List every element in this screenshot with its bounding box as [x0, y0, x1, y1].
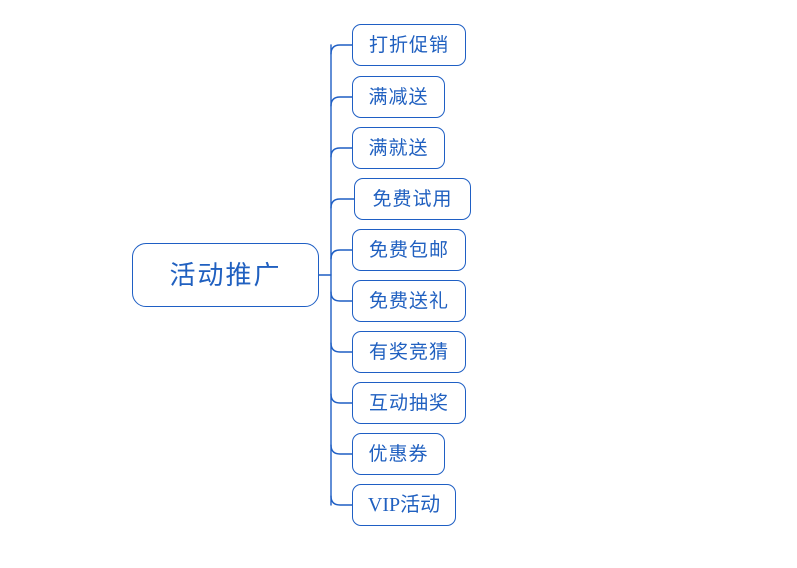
child-node-label: VIP活动	[367, 494, 441, 516]
root-node[interactable]: 活动推广	[132, 243, 319, 307]
branch-line-10	[330, 495, 353, 506]
child-node-label: 免费送礼	[368, 290, 449, 312]
child-node-label: 满就送	[368, 137, 429, 159]
child-node-6[interactable]: 免费送礼	[352, 280, 466, 322]
child-node-label: 满减送	[368, 86, 429, 108]
child-node-5[interactable]: 免费包邮	[352, 229, 466, 271]
child-node-10[interactable]: VIP活动	[352, 484, 456, 526]
branch-line-7	[330, 342, 353, 353]
child-node-1[interactable]: 打折促销	[352, 24, 466, 66]
child-node-7[interactable]: 有奖竞猜	[352, 331, 466, 373]
child-node-9[interactable]: 优惠券	[352, 433, 445, 475]
child-node-label: 免费试用	[372, 188, 453, 210]
child-node-label: 有奖竞猜	[368, 341, 449, 363]
branch-line-8	[330, 393, 353, 404]
child-node-label: 互动抽奖	[368, 392, 449, 414]
child-node-8[interactable]: 互动抽奖	[352, 382, 466, 424]
child-node-label: 打折促销	[368, 34, 449, 56]
child-node-4[interactable]: 免费试用	[354, 178, 471, 220]
child-node-label: 优惠券	[368, 443, 429, 465]
child-node-label: 免费包邮	[368, 239, 449, 261]
branch-line-1	[330, 44, 353, 55]
branch-line-4	[330, 198, 355, 209]
branch-line-6	[330, 291, 353, 302]
child-node-3[interactable]: 满就送	[352, 127, 445, 169]
branch-line-9	[330, 444, 353, 455]
child-node-2[interactable]: 满减送	[352, 76, 445, 118]
branch-line-3	[330, 147, 353, 158]
root-node-label: 活动推广	[169, 260, 282, 290]
branch-line-5	[330, 249, 353, 260]
branch-line-2	[330, 96, 353, 107]
